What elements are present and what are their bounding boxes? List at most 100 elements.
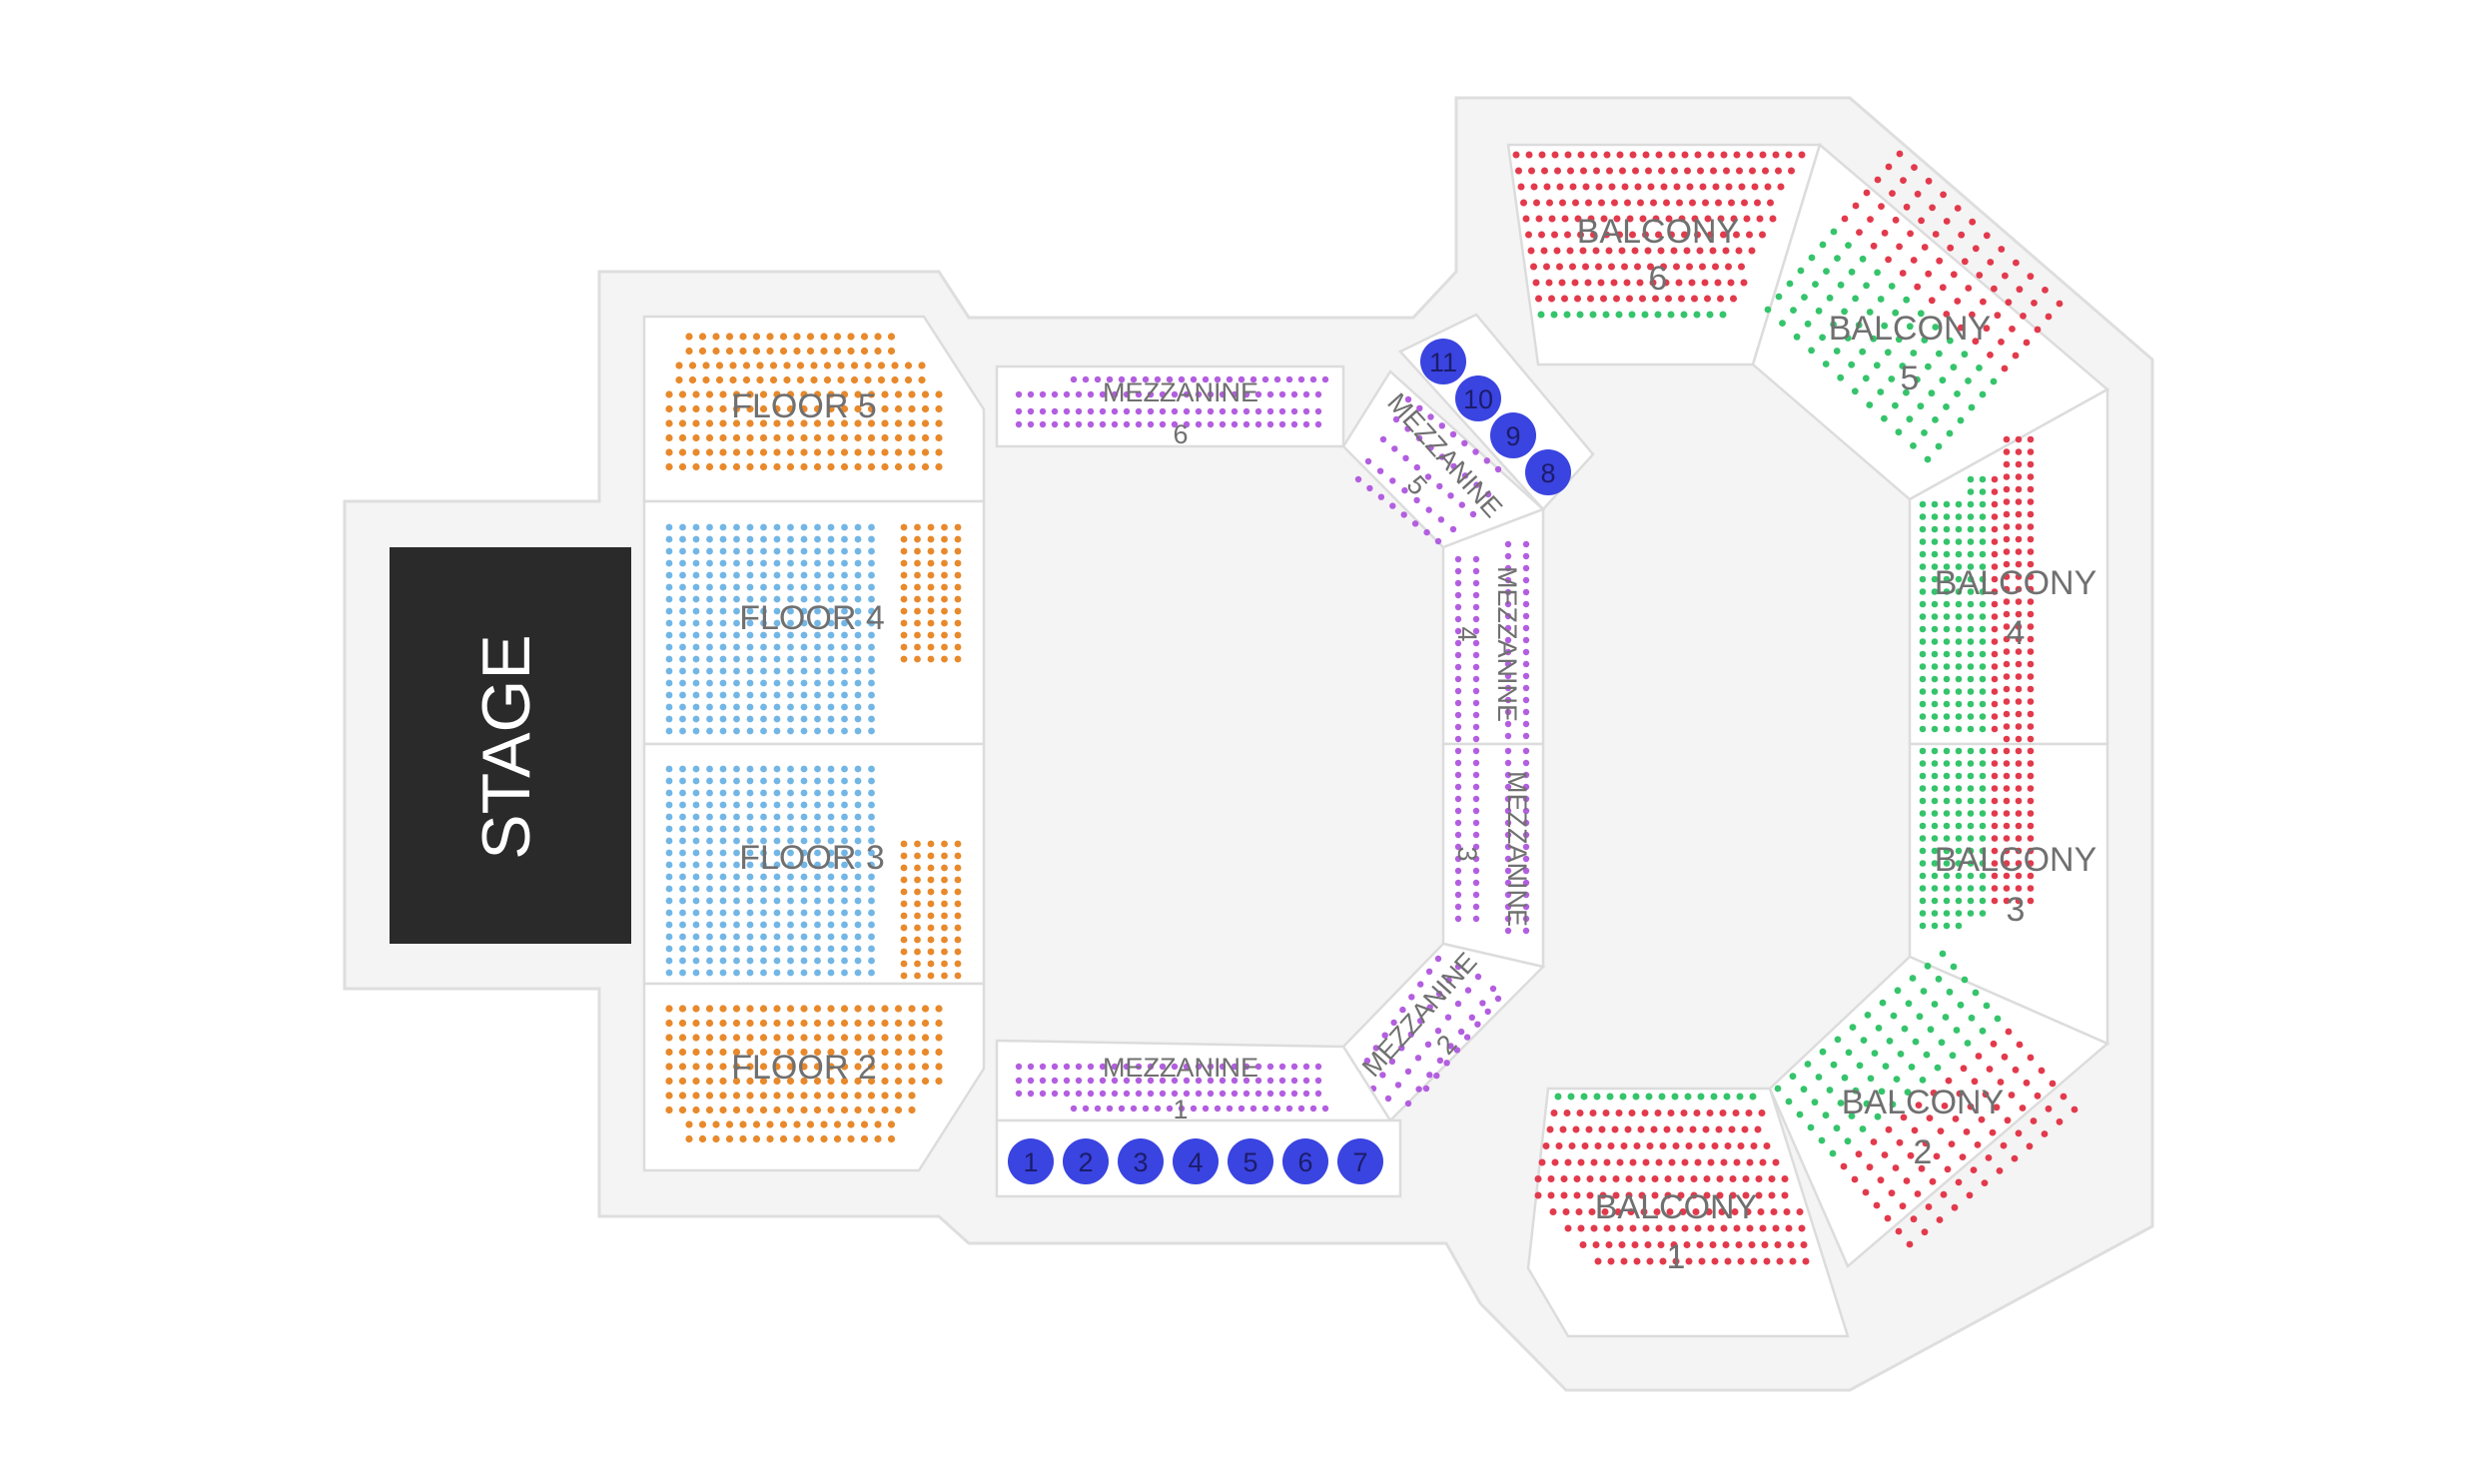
seat[interactable]	[900, 559, 908, 567]
seat[interactable]	[1738, 263, 1745, 271]
seat[interactable]	[692, 715, 700, 723]
seat[interactable]	[766, 347, 774, 356]
seat[interactable]	[1111, 390, 1119, 398]
seat[interactable]	[867, 404, 876, 413]
seat[interactable]	[908, 462, 916, 471]
seat[interactable]	[827, 727, 835, 735]
seat[interactable]	[854, 583, 862, 591]
seat[interactable]	[692, 1005, 700, 1013]
seat[interactable]	[1979, 563, 1987, 570]
seat[interactable]	[927, 888, 935, 896]
seat[interactable]	[840, 404, 849, 413]
seat[interactable]	[1472, 735, 1480, 743]
seat[interactable]	[1877, 388, 1885, 395]
seat[interactable]	[739, 1120, 747, 1128]
seat[interactable]	[1099, 407, 1107, 415]
seat[interactable]	[1709, 1241, 1717, 1248]
seat[interactable]	[706, 801, 713, 809]
seat[interactable]	[894, 1106, 903, 1114]
seat[interactable]	[914, 864, 921, 872]
seat[interactable]	[1087, 390, 1095, 398]
seat[interactable]	[868, 909, 875, 917]
seat[interactable]	[1219, 1063, 1227, 1071]
seat[interactable]	[1919, 747, 1927, 755]
seat[interactable]	[1454, 879, 1462, 887]
seat[interactable]	[1454, 891, 1462, 899]
seat[interactable]	[1967, 713, 1975, 720]
seat[interactable]	[2027, 535, 2035, 543]
seat[interactable]	[746, 607, 754, 615]
seat[interactable]	[1686, 183, 1694, 191]
seat[interactable]	[733, 909, 740, 917]
seat[interactable]	[1910, 257, 1918, 264]
seat[interactable]	[935, 390, 943, 398]
seat[interactable]	[733, 679, 740, 687]
seat[interactable]	[854, 448, 862, 456]
seat[interactable]	[800, 667, 808, 675]
seat[interactable]	[756, 375, 764, 384]
seat[interactable]	[1075, 407, 1083, 415]
seat[interactable]	[1543, 263, 1550, 271]
seat[interactable]	[827, 523, 835, 531]
seat[interactable]	[2015, 735, 2023, 743]
seat[interactable]	[1668, 1158, 1676, 1166]
seat[interactable]	[841, 727, 848, 735]
seat[interactable]	[1408, 994, 1415, 1001]
seat[interactable]	[1914, 375, 1921, 383]
seat[interactable]	[719, 789, 727, 797]
seat[interactable]	[733, 727, 740, 735]
seat[interactable]	[827, 837, 835, 845]
seat[interactable]	[1472, 855, 1480, 863]
seat[interactable]	[854, 607, 862, 615]
seat[interactable]	[1759, 1224, 1767, 1232]
seat[interactable]	[1943, 613, 1951, 620]
seat[interactable]	[1709, 247, 1717, 255]
seat[interactable]	[1504, 879, 1512, 887]
seat[interactable]	[1967, 772, 1975, 780]
seat[interactable]	[1522, 732, 1530, 740]
seat[interactable]	[742, 375, 751, 384]
seat[interactable]	[827, 703, 835, 711]
seat[interactable]	[1961, 976, 1969, 984]
seat[interactable]	[1576, 311, 1584, 319]
seat[interactable]	[1504, 660, 1512, 668]
seat[interactable]	[1654, 311, 1662, 319]
seat[interactable]	[894, 1019, 903, 1028]
seat[interactable]	[1474, 1021, 1481, 1028]
seat[interactable]	[935, 404, 943, 413]
seat[interactable]	[914, 619, 921, 627]
seat[interactable]	[665, 643, 673, 651]
seat[interactable]	[2015, 635, 2023, 643]
seat[interactable]	[760, 933, 767, 941]
seat[interactable]	[900, 960, 908, 968]
seat[interactable]	[814, 559, 821, 567]
seat[interactable]	[1983, 1002, 1991, 1010]
seat[interactable]	[665, 1063, 673, 1071]
seat[interactable]	[773, 631, 781, 639]
seat[interactable]	[1607, 1257, 1615, 1265]
seat[interactable]	[732, 1092, 741, 1100]
seat[interactable]	[1955, 675, 1963, 683]
seat[interactable]	[746, 1106, 754, 1114]
seat[interactable]	[773, 1005, 781, 1013]
seat[interactable]	[706, 727, 713, 735]
seat[interactable]	[1712, 263, 1719, 271]
seat[interactable]	[868, 945, 875, 953]
seat[interactable]	[1925, 177, 1933, 185]
seat[interactable]	[1504, 600, 1512, 608]
seat[interactable]	[679, 667, 686, 675]
seat[interactable]	[2012, 352, 2020, 360]
seat[interactable]	[2005, 299, 2013, 307]
seat[interactable]	[914, 535, 921, 543]
seat[interactable]	[1650, 199, 1657, 207]
seat[interactable]	[935, 448, 943, 456]
seat[interactable]	[665, 595, 673, 603]
seat[interactable]	[746, 523, 754, 531]
seat[interactable]	[773, 727, 781, 735]
seat[interactable]	[887, 333, 896, 341]
seat[interactable]	[904, 375, 913, 384]
seat[interactable]	[854, 861, 862, 869]
seat[interactable]	[1983, 325, 1991, 333]
seat[interactable]	[1625, 1175, 1633, 1182]
seat[interactable]	[1594, 1142, 1602, 1149]
